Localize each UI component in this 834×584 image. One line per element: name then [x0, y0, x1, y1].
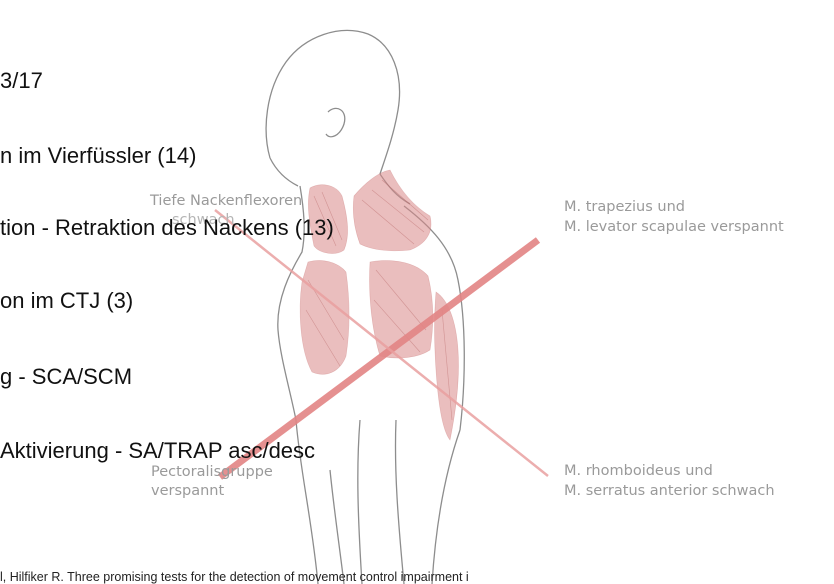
label-levator-scapulae: M. levator scapulae verspannt: [564, 217, 784, 237]
label-rhomboid: M. rhomboideus und: [564, 461, 713, 481]
label-deep-neck-flexors: Tiefe Nackenflexoren: [150, 191, 302, 211]
slide-line-5: g - SCA/SCM: [0, 364, 132, 390]
label-pectoral-tense: verspannt: [151, 481, 224, 501]
slide-line-6: Aktivierung - SA/TRAP asc/desc: [0, 438, 315, 464]
slide-line-3: tion - Retraktion des Nackens (13): [0, 215, 334, 241]
label-trapezius: M. trapezius und: [564, 197, 685, 217]
slide-line-2: n im Vierfüssler (14): [0, 143, 196, 169]
citation-text: l, Hilfiker R. Three promising tests for…: [0, 570, 469, 584]
label-serratus-anterior: M. serratus anterior schwach: [564, 481, 775, 501]
slide-line-1: 3/17: [0, 68, 43, 94]
body-outline: [266, 30, 464, 584]
label-pectoral: Pectoralisgruppe: [151, 462, 273, 482]
slide-line-4: on im CTJ (3): [0, 288, 133, 314]
